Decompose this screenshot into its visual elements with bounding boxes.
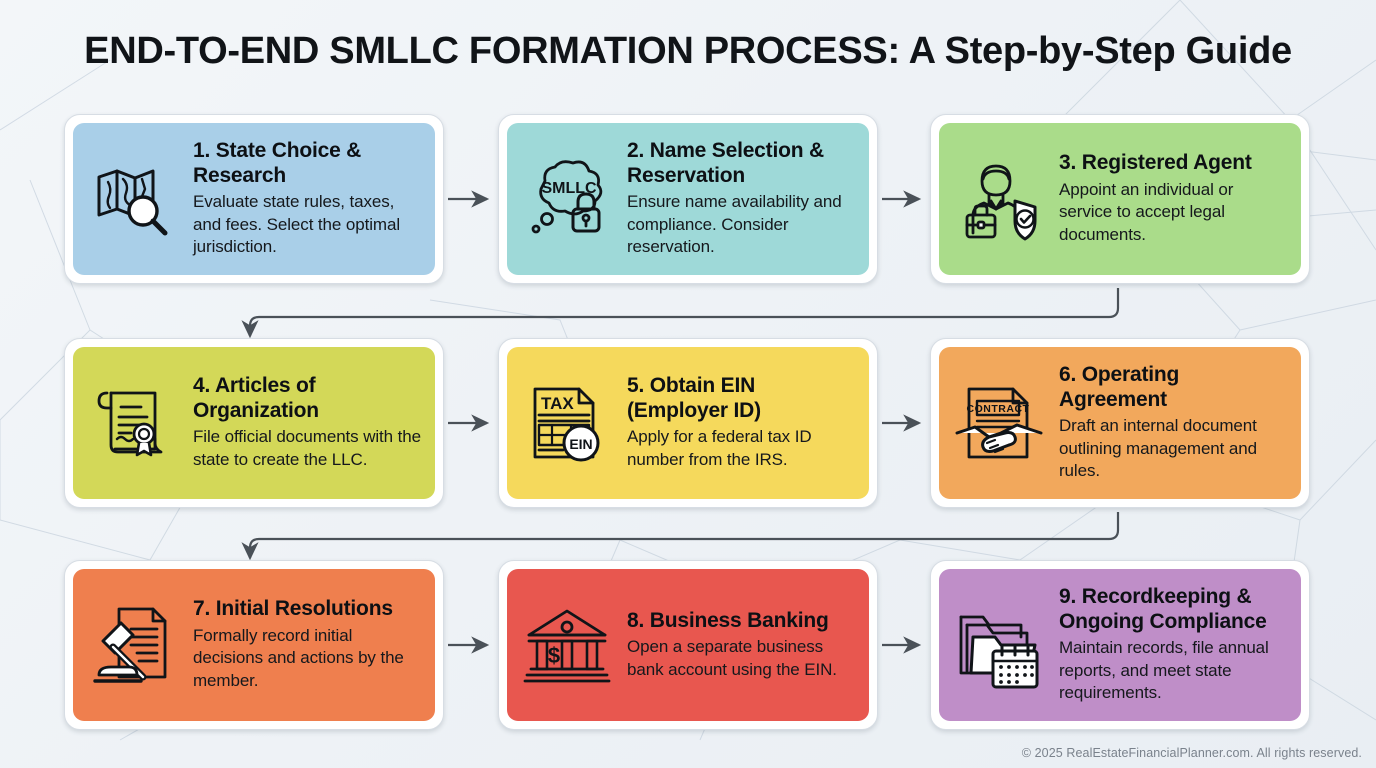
step-card-5-desc: Apply for a federal tax ID number from t… (627, 427, 812, 470)
step-card-1[interactable]: 1. State Choice & Research Evaluate stat… (64, 114, 444, 284)
step-card-9-desc: Maintain records, file annual reports, a… (1059, 638, 1269, 703)
step-card-4-desc: File official documents with the state t… (193, 427, 421, 470)
tax-label: TAX (541, 394, 574, 413)
contract-label: CONTRACT (967, 403, 1030, 415)
step-card-7-panel: 7. Initial Resolutions Formally record i… (73, 569, 435, 721)
step-card-4[interactable]: 4. Articles of Organization File officia… (64, 338, 444, 508)
step-card-5-panel: TAX EIN 5. Obtain EIN (Employer ID) Appl… (507, 347, 869, 499)
step-card-5-title: 5. Obtain EIN (Employer ID) (627, 374, 761, 422)
scroll-seal-icon (81, 371, 185, 475)
step-card-5[interactable]: TAX EIN 5. Obtain EIN (Employer ID) Appl… (498, 338, 878, 508)
footer-copyright: © 2025 RealEstateFinancialPlanner.com. A… (1021, 746, 1362, 760)
step-card-4-text: 4. Articles of Organization File officia… (193, 374, 421, 471)
step-card-7-title: 7. Initial Resolutions (193, 597, 393, 621)
tax-form-ein-icon: TAX EIN (515, 371, 619, 475)
step-card-7-text: 7. Initial Resolutions Formally record i… (193, 597, 421, 692)
step-card-2-title: 2. Name Selection & Reservation (627, 139, 824, 187)
step-card-6-text: 6. Operating Agreement Draft an internal… (1059, 363, 1287, 483)
step-card-1-panel: 1. State Choice & Research Evaluate stat… (73, 123, 435, 275)
step-card-9-panel: 9. Recordkeeping & Ongoing Compliance Ma… (939, 569, 1301, 721)
step-card-6[interactable]: CONTRACT 6. Operating Agreement Draft an… (930, 338, 1310, 508)
step-card-3-desc: Appoint an individual or service to acce… (1059, 179, 1234, 245)
step-card-7-desc: Formally record initial decisions and ac… (193, 625, 404, 691)
step-card-3[interactable]: 3. Registered Agent Appoint an individua… (930, 114, 1310, 284)
step-card-8[interactable]: $ 8. Business Banking Open a separate bu… (498, 560, 878, 730)
step-card-7[interactable]: 7. Initial Resolutions Formally record i… (64, 560, 444, 730)
dollar-label: $ (548, 643, 560, 668)
step-card-2-panel: SMLLC 2. Name Selection & Reservation En… (507, 123, 869, 275)
step-card-3-title: 3. Registered Agent (1059, 151, 1252, 175)
step-card-6-panel: CONTRACT 6. Operating Agreement Draft an… (939, 347, 1301, 499)
step-card-9-text: 9. Recordkeeping & Ongoing Compliance Ma… (1059, 585, 1287, 705)
folder-calendar-icon (947, 593, 1051, 697)
step-card-9-title: 9. Recordkeeping & Ongoing Compliance (1059, 585, 1267, 633)
thought-bubble-label: SMLLC (541, 180, 597, 197)
step-card-6-desc: Draft an internal document outlining man… (1059, 416, 1257, 481)
step-card-4-panel: 4. Articles of Organization File officia… (73, 347, 435, 499)
step-card-5-text: 5. Obtain EIN (Employer ID) Apply for a … (627, 374, 855, 471)
step-card-8-text: 8. Business Banking Open a separate busi… (627, 609, 855, 682)
step-card-8-title: 8. Business Banking (627, 608, 829, 632)
step-card-1-title: 1. State Choice & Research (193, 139, 362, 187)
step-card-2-desc: Ensure name availability and compliance.… (627, 192, 842, 257)
step-card-1-text: 1. State Choice & Research Evaluate stat… (193, 139, 421, 259)
step-card-2-text: 2. Name Selection & Reservation Ensure n… (627, 139, 855, 259)
step-card-9[interactable]: 9. Recordkeeping & Ongoing Compliance Ma… (930, 560, 1310, 730)
step-card-2[interactable]: SMLLC 2. Name Selection & Reservation En… (498, 114, 878, 284)
ein-label: EIN (569, 436, 592, 452)
page-title: END-TO-END SMLLC FORMATION PROCESS: A St… (84, 30, 1292, 73)
step-card-8-desc: Open a separate business bank account us… (627, 637, 837, 679)
step-card-3-text: 3. Registered Agent Appoint an individua… (1059, 151, 1287, 246)
step-card-3-panel: 3. Registered Agent Appoint an individua… (939, 123, 1301, 275)
step-card-1-desc: Evaluate state rules, taxes, and fees. S… (193, 192, 400, 257)
page-title-container: END-TO-END SMLLC FORMATION PROCESS: A St… (0, 30, 1376, 73)
thought-bubble-lock-icon: SMLLC (515, 147, 619, 251)
contract-handshake-icon: CONTRACT (947, 371, 1051, 475)
step-card-8-panel: $ 8. Business Banking Open a separate bu… (507, 569, 869, 721)
page-title-strong: END-TO-END SMLLC FORMATION PROCESS (84, 30, 888, 72)
bank-dollar-icon: $ (515, 593, 619, 697)
gavel-document-icon (81, 593, 185, 697)
step-card-6-title: 6. Operating Agreement (1059, 363, 1180, 411)
page-title-rest: : A Step-by-Step Guide (887, 30, 1292, 72)
agent-person-shield-icon (947, 147, 1051, 251)
map-magnifier-icon (81, 147, 185, 251)
step-card-4-title: 4. Articles of Organization (193, 374, 319, 422)
